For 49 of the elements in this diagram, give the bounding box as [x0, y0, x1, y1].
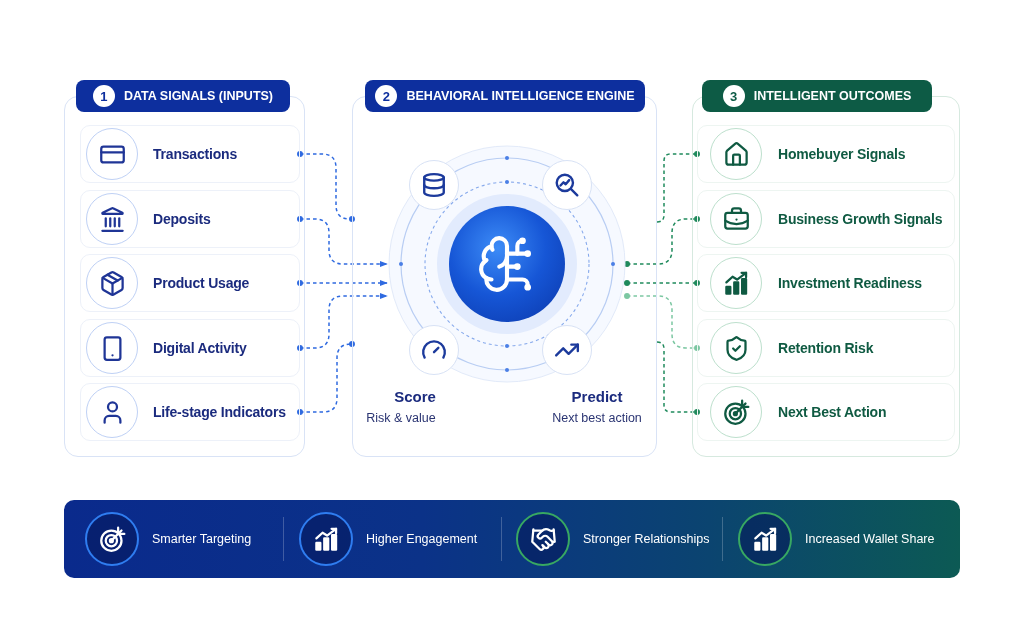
outcome-label: Business Growth Signals — [778, 211, 943, 227]
signal-label: Transactions — [153, 146, 237, 162]
outcomes-panel — [692, 80, 960, 457]
dashed-connector — [656, 151, 700, 223]
benefits-banner — [64, 500, 960, 578]
outcome-card — [697, 319, 955, 377]
signal-card — [80, 190, 300, 248]
concentric-ring-diagram — [387, 144, 627, 384]
dashed-connector — [624, 216, 700, 267]
step-number: 1 — [92, 85, 115, 107]
dashed-connector — [624, 280, 700, 286]
dashed-arrow — [297, 216, 388, 268]
signal-card — [80, 125, 300, 183]
signal-label: Product Usage — [153, 275, 250, 291]
outcome-label: Investment Readiness — [778, 275, 922, 291]
dashed-connector — [297, 151, 355, 222]
signal-label: Digital Activity — [153, 340, 247, 356]
dashed-connector — [656, 341, 700, 415]
panel-heading: INTELLIGENT OUTCOMES — [753, 89, 912, 103]
signal-label: Life-stage Indicators — [153, 404, 286, 420]
dashed-connector — [624, 293, 700, 351]
benefit-label: Increased Wallet Share — [805, 532, 935, 546]
outcome-label: Next Best Action — [778, 404, 887, 420]
metric-caption: Risk & value — [366, 411, 436, 425]
outcome-card — [697, 125, 955, 183]
panel-heading: BEHAVIORAL INTELLIGENCE ENGINE — [406, 89, 635, 103]
outcome-label: Retention Risk — [778, 340, 874, 356]
metric-title: Score — [394, 387, 436, 405]
step-number: 2 — [375, 85, 398, 107]
panel-heading: DATA SIGNALS (INPUTS) — [123, 89, 274, 103]
inputs-panel — [64, 80, 305, 457]
metric-caption: Next best action — [552, 411, 642, 425]
step-number: 3 — [722, 85, 745, 107]
outcome-label: Homebuyer Signals — [778, 146, 906, 162]
outcome-card — [697, 383, 955, 441]
metric-title: Predict — [571, 387, 623, 405]
benefit-label: Smarter Targeting — [152, 532, 252, 546]
dashed-arrow — [297, 279, 388, 287]
dashed-connector — [297, 341, 355, 415]
benefit-label: Higher Engagement — [366, 532, 478, 546]
outcome-card — [697, 190, 955, 248]
signal-label: Deposits — [153, 211, 211, 227]
signal-card — [80, 383, 300, 441]
signal-card — [80, 319, 300, 377]
signal-card — [80, 254, 300, 312]
dashed-arrow — [297, 292, 388, 351]
outcome-card — [697, 254, 955, 312]
engine-panel — [352, 80, 657, 457]
benefit-label: Stronger Relationships — [583, 532, 710, 546]
